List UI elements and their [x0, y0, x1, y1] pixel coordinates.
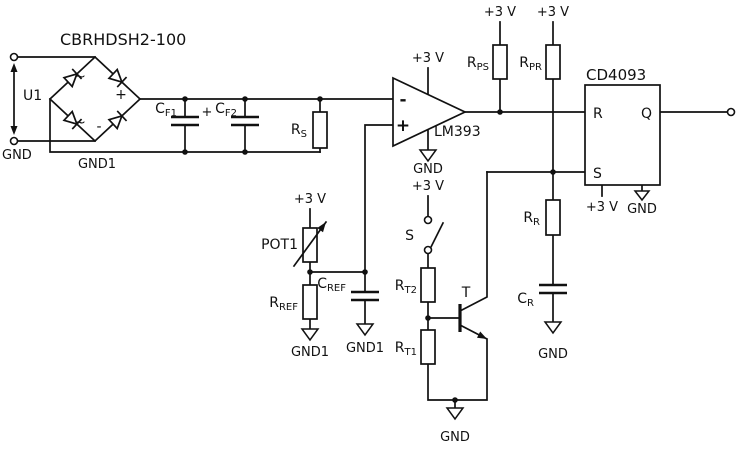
rref-label: RREF	[269, 295, 298, 313]
u1-label: U1	[23, 88, 42, 104]
input-terminal-bottom	[9, 136, 19, 146]
cf1-polarity: +	[202, 105, 213, 120]
ac-mark-top: ~	[74, 69, 86, 85]
bridge-part-label: CBRHDSH2-100	[60, 30, 186, 49]
emitter-arrow-icon	[477, 331, 487, 339]
capacitor-cf1: CF1 +	[155, 101, 213, 127]
junction-dot	[307, 269, 313, 275]
pushbutton-switch: +3 V S	[405, 179, 445, 255]
cr-label: CR	[517, 291, 534, 309]
rpr-vcc-label: +3 V	[537, 5, 569, 20]
trigger-ground: GND	[440, 407, 470, 445]
bridge-diode-icon	[107, 67, 128, 88]
switch-label: S	[405, 228, 414, 244]
bridge-rectifier: ~ ~ + - CBRHDSH2-100	[48, 30, 186, 143]
junction-dots	[182, 96, 556, 403]
ic-vcc-label: +3 V	[586, 200, 618, 215]
cf1-label: CF1	[155, 101, 177, 119]
minus-mark: -	[96, 119, 101, 135]
potentiometer-pot1: +3 V POT1	[261, 192, 328, 268]
ground-symbol	[445, 407, 465, 421]
junction-dot	[242, 149, 248, 155]
ic-pin-r-label: R	[593, 106, 603, 122]
rt2-label: RT2	[395, 278, 417, 296]
plus-mark: +	[115, 87, 127, 103]
rs-label: RS	[291, 122, 307, 140]
switch-contact-bottom	[423, 245, 433, 255]
comparator-gnd-label: GND	[413, 162, 443, 177]
arrow-up-icon	[10, 63, 18, 72]
ground-symbol	[300, 328, 320, 342]
input-source: U1 GND GND1	[2, 52, 116, 172]
transistor-label: T	[461, 285, 471, 301]
cf2-label: CF2	[215, 101, 237, 119]
ic-body	[584, 84, 661, 186]
capacitor-cref: CREF GND1	[317, 276, 384, 356]
bridge-diode-icon	[62, 109, 83, 130]
bridge-diode-icon	[107, 110, 128, 131]
ic-cd4093: CD4093 R Q S +3 V GND	[584, 66, 736, 217]
output-terminal	[726, 107, 736, 117]
arrow-down-icon	[10, 126, 18, 135]
arrowhead-icon	[317, 222, 326, 233]
comparator-part-label: LM393	[434, 124, 481, 140]
ic-part-label: CD4093	[586, 66, 646, 84]
junction-dot	[452, 397, 458, 403]
junction-dot	[550, 169, 556, 175]
trigger-gnd-label: GND	[440, 430, 470, 445]
comparator-body	[392, 76, 467, 148]
junction-dot	[425, 315, 431, 321]
rt1-label: RT1	[395, 340, 417, 358]
switch-vcc-label: +3 V	[412, 179, 444, 194]
ground-symbol	[418, 149, 438, 163]
rpr-label: RPR	[519, 55, 542, 73]
junction-dot	[242, 96, 248, 102]
resistor-rt2: RT2	[395, 267, 436, 303]
capacitor-cr: CR GND	[517, 283, 568, 362]
rref-gnd1-label: GND1	[291, 345, 329, 360]
ac-mark-bottom: ~	[74, 115, 86, 131]
ic-pin-q-label: Q	[641, 106, 652, 122]
junction-dot	[497, 109, 503, 115]
input-terminal-top	[9, 52, 19, 62]
junction-dot	[317, 96, 323, 102]
pot1-vcc-label: +3 V	[294, 192, 326, 207]
resistor-rps: +3 V RPS	[467, 5, 516, 80]
inverting-input-sign: -	[399, 90, 406, 110]
gnd1-net-label: GND1	[78, 157, 116, 172]
junction-dot	[182, 149, 188, 155]
pot1-label: POT1	[261, 237, 298, 253]
comparator-vcc-label: +3 V	[412, 51, 444, 66]
rps-vcc-label: +3 V	[484, 5, 516, 20]
resistor-rr: RR	[523, 199, 561, 236]
resistor-rs: RS	[291, 111, 328, 149]
switch-blade	[429, 221, 445, 249]
ground-symbol	[543, 321, 563, 335]
switch-contact-top	[423, 215, 433, 225]
cr-gnd-label: GND	[538, 347, 568, 362]
rr-label: RR	[523, 210, 540, 228]
ic-gnd-label: GND	[627, 202, 657, 217]
cref-label: CREF	[317, 276, 346, 294]
capacitor-cf2: CF2	[215, 101, 259, 127]
cref-gnd1-label: GND1	[346, 341, 384, 356]
gnd-terminal-label: GND	[2, 148, 32, 163]
junction-dot	[182, 96, 188, 102]
resistor-rpr: +3 V RPR	[519, 5, 569, 80]
resistor-rt1: RT1	[395, 329, 436, 365]
bridge-diode-icon	[62, 68, 83, 89]
junction-dot	[362, 269, 368, 275]
comparator-lm393: - + +3 V LM393 GND	[392, 51, 481, 177]
ground-symbol	[355, 323, 375, 337]
rps-label: RPS	[467, 55, 489, 73]
transistor-t: T	[458, 285, 487, 339]
ic-pin-s-label: S	[593, 166, 602, 182]
resistor-rref: RREF GND1	[269, 284, 329, 360]
noninverting-input-sign: +	[396, 116, 410, 136]
ground-symbol	[633, 190, 651, 202]
